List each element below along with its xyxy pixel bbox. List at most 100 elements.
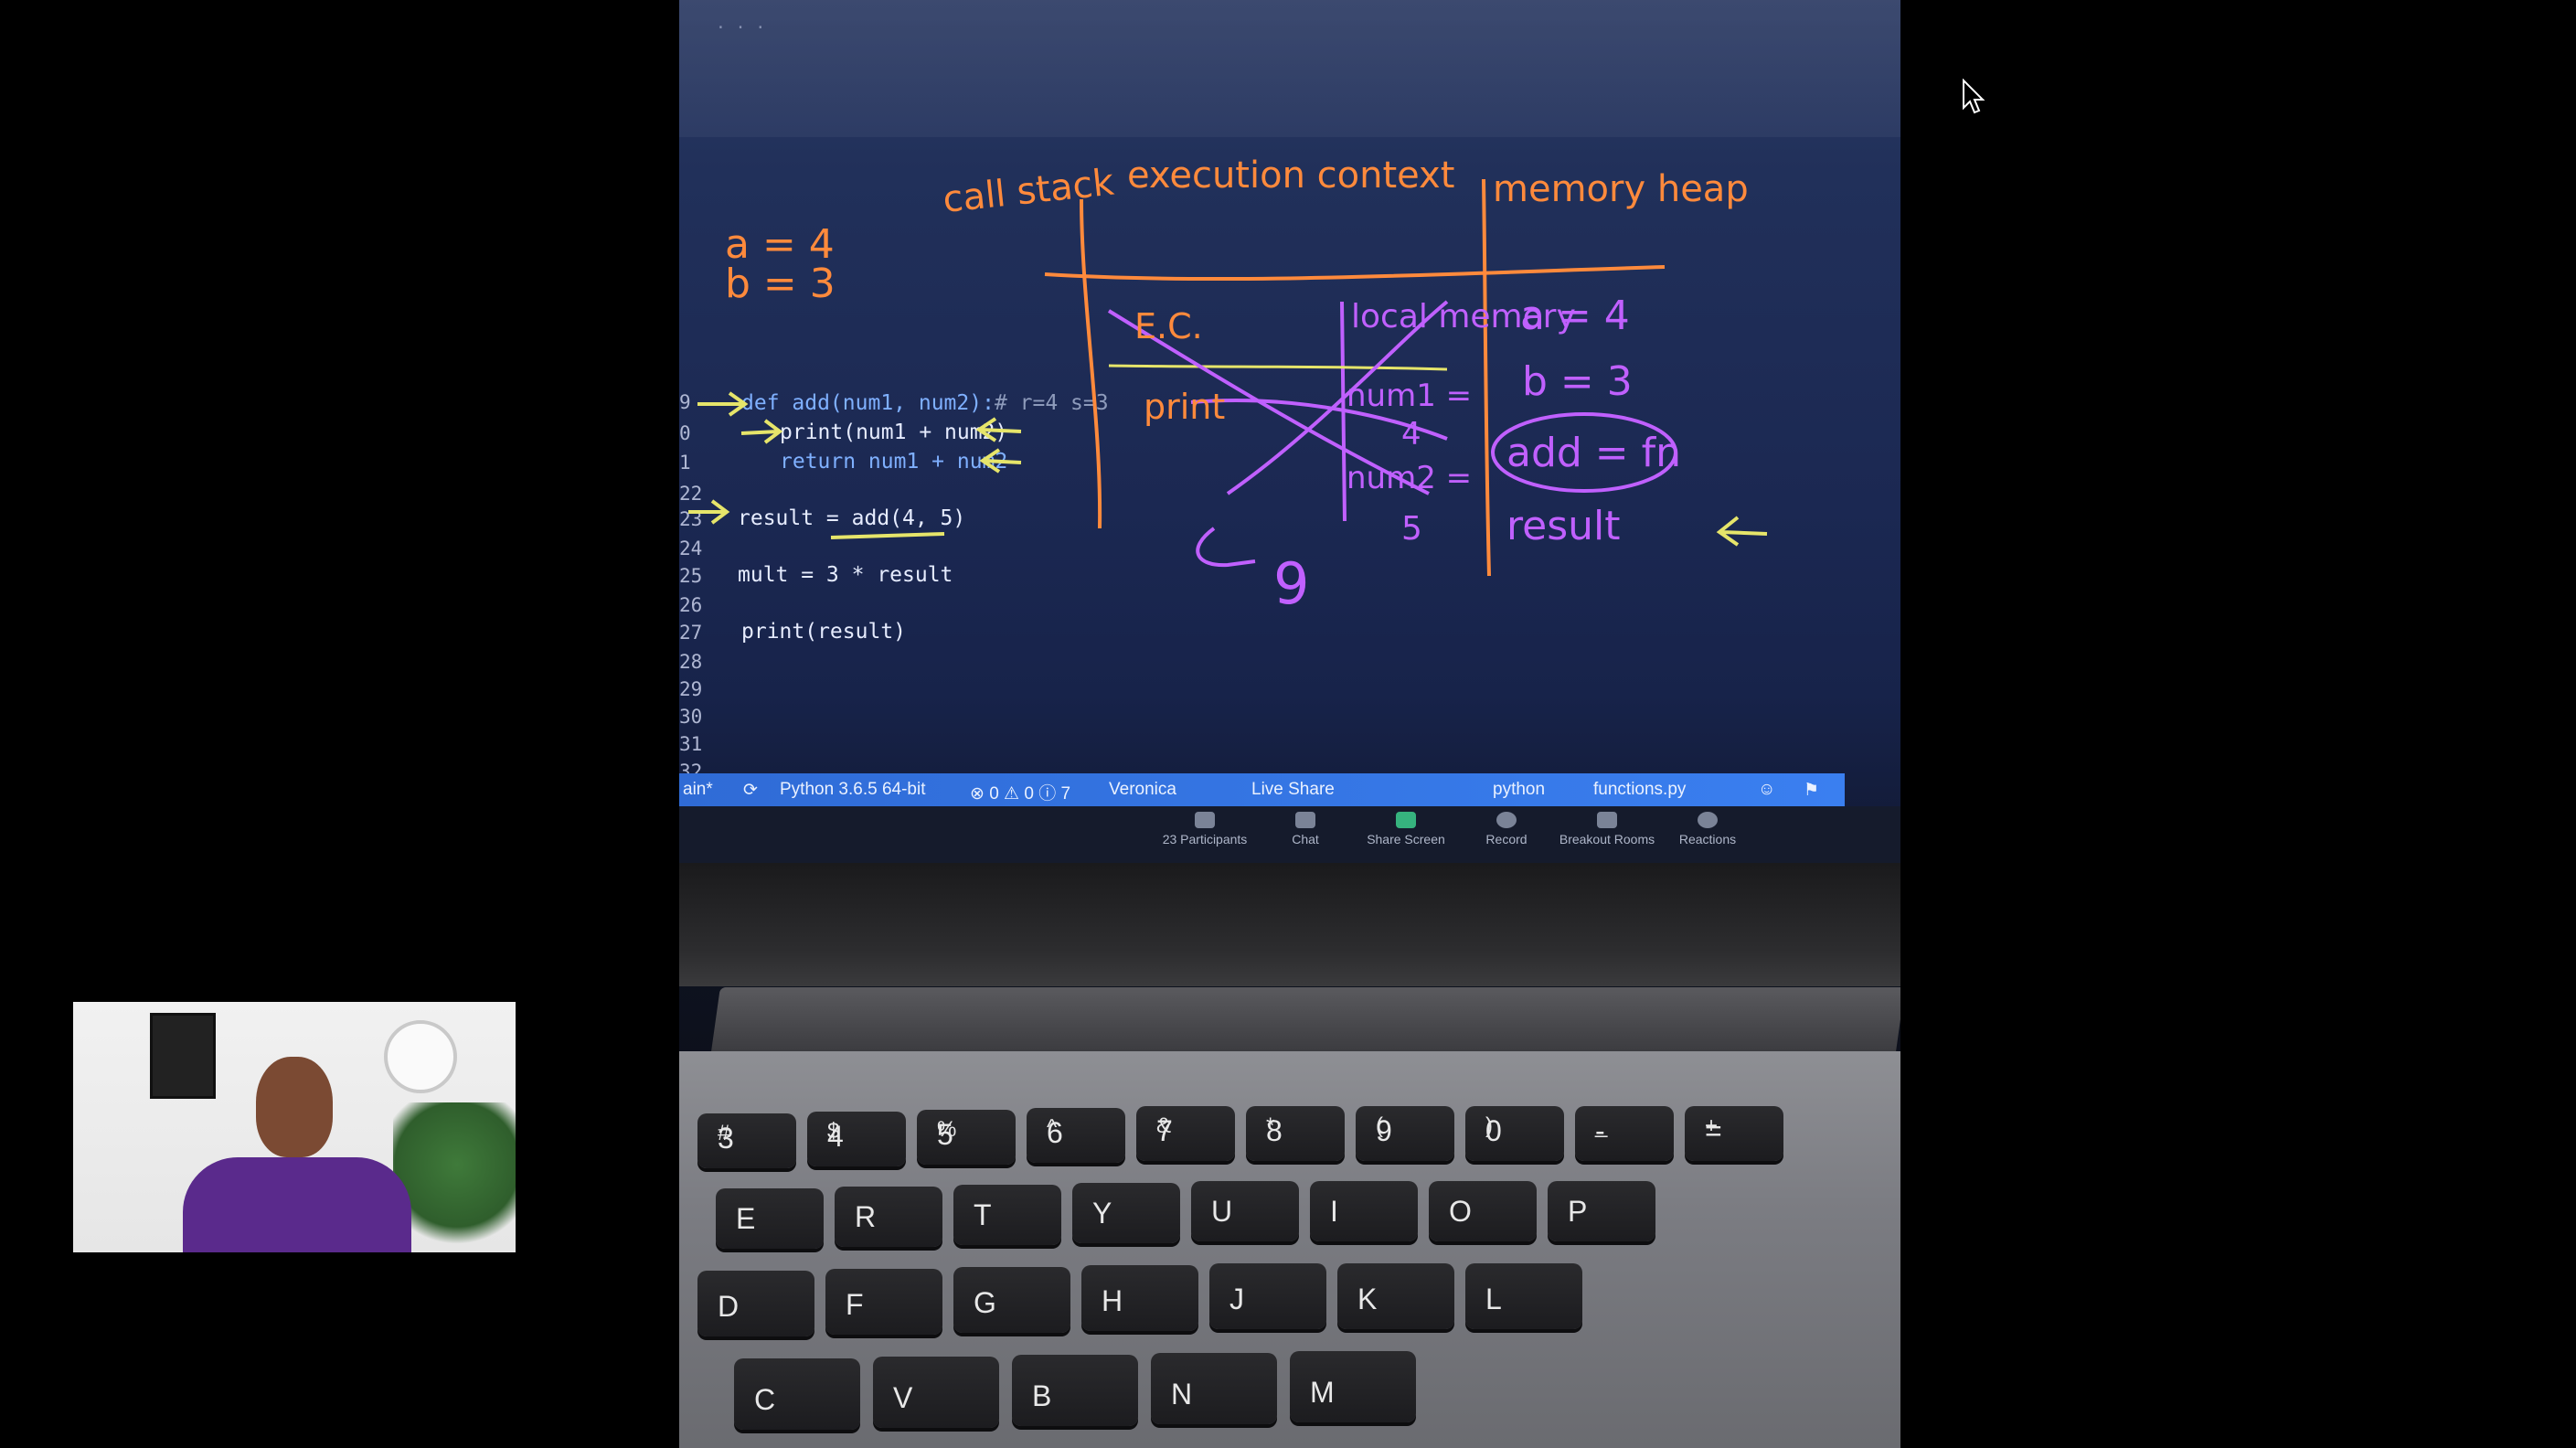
key-label: H xyxy=(1102,1284,1123,1317)
key-symbol: ( xyxy=(1376,1113,1383,1138)
code-line-print-result[interactable]: print(result) xyxy=(741,620,907,644)
annotation-call-stack: call stack xyxy=(941,161,1116,220)
key: H xyxy=(1081,1265,1198,1331)
code-line-mult[interactable]: mult = 3 * result xyxy=(738,563,953,587)
annotation-num2-value: 5 xyxy=(1401,510,1422,548)
arrow-icon xyxy=(740,419,783,444)
key: U xyxy=(1191,1181,1299,1241)
key-label: J xyxy=(1229,1283,1244,1315)
key-label: Y xyxy=(1092,1197,1112,1230)
key-label: P xyxy=(1568,1195,1588,1228)
chat-icon xyxy=(1295,812,1315,828)
video-feed: · · · 9 def add(num1, num2):# r=4 s=3 0 … xyxy=(679,0,1900,1448)
presenter-video[interactable] xyxy=(73,1002,516,1252)
file-name[interactable]: functions.py xyxy=(1593,780,1687,799)
annotation-num2: num2 = xyxy=(1347,460,1472,496)
participants-count: 23 xyxy=(1162,832,1177,846)
breakout-rooms-icon xyxy=(1597,812,1617,828)
participants-icon xyxy=(1195,812,1215,828)
user-indicator[interactable]: Veronica xyxy=(1109,780,1176,799)
line-number: 27 xyxy=(679,622,703,644)
key-symbol: & xyxy=(1156,1113,1172,1138)
key-label: U xyxy=(1211,1195,1233,1228)
live-share-button[interactable]: Live Share xyxy=(1251,780,1335,799)
heap-add-circle xyxy=(1491,412,1677,493)
heap-b: b = 3 xyxy=(1522,358,1633,405)
feedback-icon[interactable]: ☺ xyxy=(1758,780,1776,799)
key: $4 xyxy=(807,1112,906,1166)
line-number: 24 xyxy=(679,538,703,559)
annotation-arrow xyxy=(1196,527,1256,568)
line-number: 0 xyxy=(679,422,691,444)
key: K xyxy=(1337,1263,1454,1329)
wall-art xyxy=(150,1013,216,1099)
reactions-button[interactable]: Reactions xyxy=(1657,812,1758,846)
arrow-icon xyxy=(975,417,1022,442)
key: T xyxy=(953,1185,1061,1245)
key: V xyxy=(873,1357,999,1428)
key-label: K xyxy=(1357,1283,1378,1315)
code-line-result[interactable]: result = add(4, 5) xyxy=(738,506,966,530)
key-label: = xyxy=(1705,1114,1722,1147)
key-symbol: $ xyxy=(827,1119,840,1144)
code-comment: # r=4 s=3 xyxy=(994,391,1109,415)
key-label: M xyxy=(1310,1376,1335,1409)
key-symbol: ^ xyxy=(1047,1115,1058,1140)
code-line-print[interactable]: print(num1 + num2) xyxy=(780,421,1008,444)
key-symbol: ) xyxy=(1485,1113,1493,1138)
annotation-line xyxy=(1107,309,1430,495)
record-button[interactable]: Record xyxy=(1456,812,1557,846)
key: += xyxy=(1685,1106,1783,1161)
key-label: F xyxy=(846,1288,864,1321)
key-label: 0 xyxy=(1485,1114,1502,1147)
annotation-line xyxy=(1190,399,1448,441)
branch-indicator[interactable]: ain* xyxy=(683,780,713,799)
line-number: 29 xyxy=(679,678,703,700)
language-mode[interactable]: python xyxy=(1493,780,1546,799)
key: R xyxy=(835,1187,942,1247)
breakout-rooms-button[interactable]: Breakout Rooms xyxy=(1557,812,1657,846)
key-label: 6 xyxy=(1047,1116,1063,1149)
key: #3 xyxy=(697,1113,796,1168)
interpreter-selector[interactable]: Python 3.6.5 64-bit xyxy=(780,780,926,799)
line-number: 26 xyxy=(679,594,703,616)
key: L xyxy=(1465,1263,1582,1329)
reactions-label: Reactions xyxy=(1678,832,1737,846)
annotation-a: a = 4 xyxy=(725,221,835,268)
problems-indicator[interactable]: ⊗ 0 ⚠ 0 ⓘ 7 xyxy=(970,784,1071,804)
code-line-def[interactable]: def add(num1, num2):# r=4 s=3 xyxy=(741,391,1109,415)
key-symbol: % xyxy=(937,1117,957,1142)
sync-icon[interactable]: ⟳ xyxy=(743,781,758,800)
line-number: 1 xyxy=(679,452,691,474)
heap-a: a = 4 xyxy=(1520,293,1630,339)
annotation-b: b = 3 xyxy=(725,261,836,307)
person-head xyxy=(256,1057,333,1157)
participants-button[interactable]: 23 Participants xyxy=(1155,812,1255,846)
breakout-rooms-label: Breakout Rooms xyxy=(1559,832,1655,846)
annotation-line xyxy=(1044,265,1666,282)
line-number: 25 xyxy=(679,565,703,587)
key-label: - xyxy=(1595,1114,1605,1147)
key-symbol: * xyxy=(1266,1113,1275,1138)
key-label: I xyxy=(1330,1195,1338,1228)
code-text: def add(num1, num2): xyxy=(741,391,995,415)
annotation-layer: a = 4 b = 3 call stack execution context… xyxy=(688,154,1768,617)
underline xyxy=(830,532,945,539)
chat-button[interactable]: Chat xyxy=(1255,812,1356,846)
arrow-icon xyxy=(979,448,1022,474)
annotation-ec: E.C. xyxy=(1134,306,1203,346)
annotation-local-memory: local memory xyxy=(1351,298,1576,335)
heap-result: result xyxy=(1506,503,1620,549)
editor-tab: · · · xyxy=(716,18,766,37)
annotation-num1-value: 4 xyxy=(1401,416,1421,452)
arrow-icon xyxy=(697,391,749,417)
key: M xyxy=(1290,1351,1416,1422)
key: P xyxy=(1548,1181,1655,1241)
key-label: N xyxy=(1171,1378,1193,1411)
key: F xyxy=(825,1269,942,1335)
share-screen-button[interactable]: Share Screen xyxy=(1356,812,1456,846)
bell-icon[interactable]: ⚑ xyxy=(1804,781,1820,800)
line-number: 22 xyxy=(679,483,703,505)
key-label: T xyxy=(974,1198,992,1231)
